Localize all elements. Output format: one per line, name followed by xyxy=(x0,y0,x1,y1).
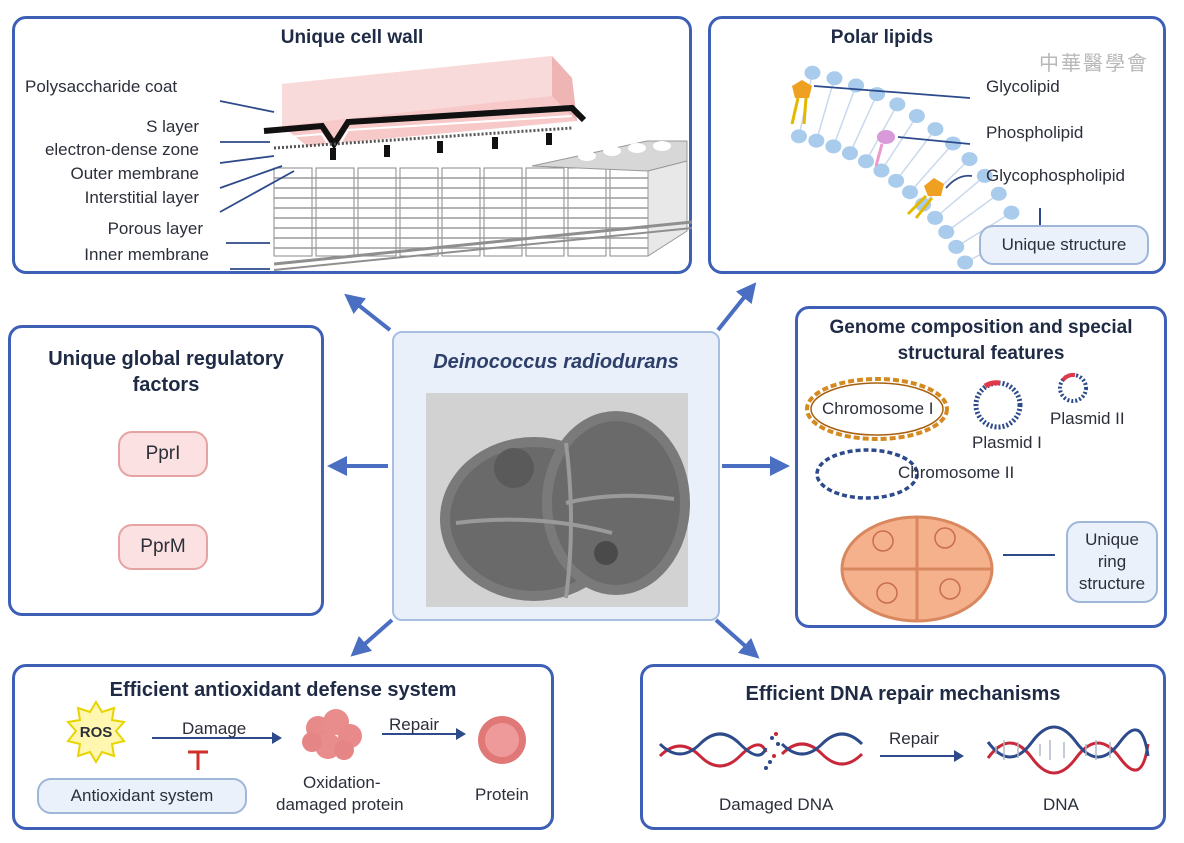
lipid-head xyxy=(990,186,1007,201)
damaged-protein-label-line1: Oxidation- xyxy=(303,773,381,792)
chromosome-i-label: Chromosome I xyxy=(822,399,934,418)
lipid-head xyxy=(888,173,905,188)
inner-membrane-label: Inner membrane xyxy=(84,245,209,264)
ros-text: ROS xyxy=(80,724,113,741)
genome-illustration xyxy=(805,372,1088,623)
arrow-icon xyxy=(714,618,760,659)
regulatory-title-line2: factors xyxy=(132,374,200,396)
lipid-tail xyxy=(815,78,836,141)
lipid-tail xyxy=(934,175,986,219)
center-panel: Deinococcus radiodurans xyxy=(392,331,720,621)
antioxidant-illustration: ROS xyxy=(66,700,526,770)
organism-title: Deinococcus radiodurans xyxy=(433,351,679,373)
lipid-head xyxy=(841,146,858,161)
plasmid-ii-label: Plasmid II xyxy=(1050,409,1125,428)
arrow-icon xyxy=(716,282,757,332)
lipid-head xyxy=(804,65,821,80)
plasmid-icon xyxy=(973,380,1023,430)
lipid-head xyxy=(869,87,886,102)
ring-line2: ring xyxy=(1097,552,1127,571)
interstitial-layer-label: Interstitial layer xyxy=(84,188,199,207)
lipid-head xyxy=(961,152,978,167)
lipid-tail xyxy=(832,85,857,147)
repair-label-protein: Repair xyxy=(389,715,440,734)
genome-title-line2: structural features xyxy=(897,343,1065,364)
regulatory-title-line1: Unique global regulatory xyxy=(48,348,284,370)
cell-micrograph xyxy=(426,393,690,607)
inhibit-icon xyxy=(188,750,208,770)
outer-membrane-label: Outer membrane xyxy=(70,164,200,183)
dna-helix-icon xyxy=(658,732,864,768)
genome-panel: Genome composition and special structura… xyxy=(795,306,1167,628)
unique-structure-pill: Unique structure xyxy=(979,225,1149,265)
glycophospholipid-label: Glycophospholipid xyxy=(986,166,1125,185)
polar-lipids-panel: Polar lipids 中華醫學會 Glycolipid Phospholip… xyxy=(708,16,1166,274)
dna-repair-panel: Efficient DNA repair mechanisms Repair D… xyxy=(640,664,1166,830)
porous-layer-label: Porous layer xyxy=(107,219,203,238)
lipid-head xyxy=(927,210,944,225)
watermark: 中華醫學會 xyxy=(1039,51,1149,75)
ppri-pill: PprI xyxy=(118,431,208,477)
chromosome-ii-label: Chromosome II xyxy=(898,463,1015,482)
cell-wall-panel: Unique cell wall xyxy=(12,16,692,274)
plasmid-i-label: Plasmid I xyxy=(972,433,1042,452)
ros-burst-icon xyxy=(66,700,126,764)
lipid-tail xyxy=(849,93,878,154)
lipid-tail xyxy=(895,128,937,182)
lipid-tail xyxy=(945,193,1000,233)
lipid-head xyxy=(808,133,825,148)
antioxidant-panel: Efficient antioxidant defense system ROS… xyxy=(12,664,554,830)
ring-structure-pill: Unique ring structure xyxy=(1066,521,1158,603)
lipid-head xyxy=(1003,205,1020,220)
lipid-head xyxy=(938,224,955,239)
dna-illustration xyxy=(658,725,1150,775)
damaged-dna-label: Damaged DNA xyxy=(719,795,834,814)
ring-line1: Unique xyxy=(1085,530,1139,549)
protein-blob-icon xyxy=(302,709,362,760)
lipid-tail xyxy=(922,158,971,206)
lipid-head xyxy=(957,255,974,270)
protein-label: Protein xyxy=(475,785,529,804)
lipid-head xyxy=(902,185,919,200)
damage-label: Damage xyxy=(182,719,247,738)
dna-helix-icon xyxy=(986,725,1150,775)
glycolipid-label: Glycolipid xyxy=(986,77,1060,96)
lipid-head xyxy=(825,139,842,154)
phospholipid-label: Phospholipid xyxy=(986,123,1084,142)
ring-line3: structure xyxy=(1078,574,1146,593)
antioxidant-title: Efficient antioxidant defense system xyxy=(109,679,457,701)
lipid-head xyxy=(948,239,965,254)
cell-wall-title: Unique cell wall xyxy=(280,27,424,48)
lipid-tail xyxy=(909,142,954,193)
genome-title-line1: Genome composition and special xyxy=(829,317,1133,338)
damaged-protein-label-line2: damaged protein xyxy=(276,795,404,814)
lipid-head xyxy=(889,97,906,112)
arrow-icon xyxy=(350,618,394,657)
pprm-pill: PprM xyxy=(118,524,208,570)
lipid-head xyxy=(790,129,807,144)
polysaccharide-coat-label: Polysaccharide coat xyxy=(25,77,178,96)
antioxidant-system-pill: Antioxidant system xyxy=(37,778,247,814)
lipid-head xyxy=(908,109,925,124)
lipid-head xyxy=(826,71,843,86)
cell-wall-illustration xyxy=(219,56,692,271)
electron-dense-zone-label: electron-dense zone xyxy=(44,140,199,159)
lipid-head xyxy=(858,154,875,169)
lipid-head xyxy=(927,122,944,137)
polar-lipids-title: Polar lipids xyxy=(830,27,934,48)
lipid-head xyxy=(945,136,962,151)
lipid-head xyxy=(873,163,890,178)
lipid-tail xyxy=(880,115,918,171)
s-layer-label: S layer xyxy=(146,117,199,136)
chromosome-icon xyxy=(815,448,919,500)
regulatory-panel: Unique global regulatory factors PprI Pp… xyxy=(8,325,324,616)
repair-label-dna: Repair xyxy=(889,729,940,748)
chromosome-icon xyxy=(805,377,949,441)
dna-repair-title: Efficient DNA repair mechanisms xyxy=(745,683,1061,705)
arrow-icon xyxy=(344,293,392,332)
lipid-head xyxy=(976,168,993,183)
dna-label: DNA xyxy=(1043,795,1079,814)
